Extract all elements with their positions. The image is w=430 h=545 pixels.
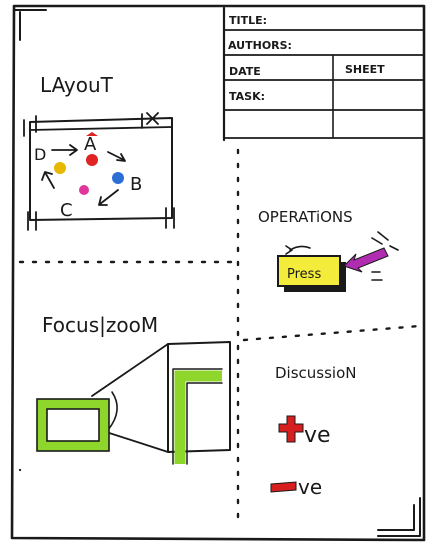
date-label: DATE	[229, 65, 261, 78]
layout-resize-handle-left	[23, 115, 37, 137]
arrow-b-to-c	[98, 189, 119, 206]
press-motion-ticks	[371, 231, 399, 281]
node-a-pin	[86, 132, 98, 136]
node-a-label: A	[84, 134, 97, 155]
node-d-label: D	[34, 145, 46, 164]
focus-green-frame	[37, 399, 109, 451]
focus-zoom-panel: Focus|zooM	[18, 313, 234, 472]
zoomed-green-frame	[174, 370, 222, 464]
layout-panel: LAyouT D A C B	[23, 73, 175, 231]
press-motion-arc	[285, 245, 311, 255]
sheet-label: SHEET	[345, 63, 385, 76]
arrow-d-to-a	[51, 144, 78, 156]
pointer-arrow-icon	[343, 247, 389, 273]
authors-label: AUTHORS:	[228, 39, 292, 52]
node-a-dot	[86, 154, 98, 166]
focus-frame-outer-edge	[36, 398, 110, 452]
corner-mark-bottom-right	[377, 497, 421, 537]
header-table: TITLE: AUTHORS: DATE SHEET TASK:	[222, 6, 425, 142]
node-c-dot	[79, 185, 89, 195]
zoom-cone	[91, 343, 169, 453]
arrow-c-to-d	[41, 171, 55, 189]
layout-resize-handle-bottom-left	[27, 211, 37, 231]
focus-frame-inner-edge	[46, 408, 100, 442]
node-d-dot	[54, 162, 66, 174]
press-button[interactable]	[277, 255, 341, 287]
operations-heading: OPERATiONS	[258, 208, 353, 226]
zoom-view-frame	[167, 341, 231, 453]
negative-text: ve	[298, 475, 322, 499]
zoomed-frame-edge	[172, 368, 223, 465]
positive-text: ve	[304, 423, 331, 448]
layout-window-titlebar	[29, 126, 173, 131]
layout-window-frame	[29, 117, 173, 221]
discussion-heading: DiscussioN	[275, 364, 356, 382]
zoom-lens	[107, 391, 118, 431]
node-c-label: C	[60, 200, 73, 221]
press-button-label: Press	[287, 267, 321, 282]
title-label: TITLE:	[229, 14, 267, 27]
operations-panel: OPERATiONS Press	[258, 208, 399, 292]
discussion-panel: DiscussioN ve ve	[270, 364, 356, 499]
corner-mark-top-left	[13, 9, 47, 41]
layout-resize-handle-bottom-right	[165, 207, 175, 229]
arrow-a-to-b	[107, 151, 126, 162]
layout-window-close-icon	[141, 112, 159, 129]
task-label: TASK:	[229, 90, 265, 103]
plus-icon	[278, 415, 304, 443]
sheet-border	[10, 4, 426, 542]
node-b-label: B	[130, 174, 142, 195]
node-b-dot	[112, 172, 124, 184]
right-horizontal-divider	[242, 324, 422, 342]
layout-heading: LAyouT	[40, 73, 114, 97]
focus-zoom-heading: Focus|zooM	[42, 313, 158, 337]
minus-icon	[270, 481, 297, 493]
